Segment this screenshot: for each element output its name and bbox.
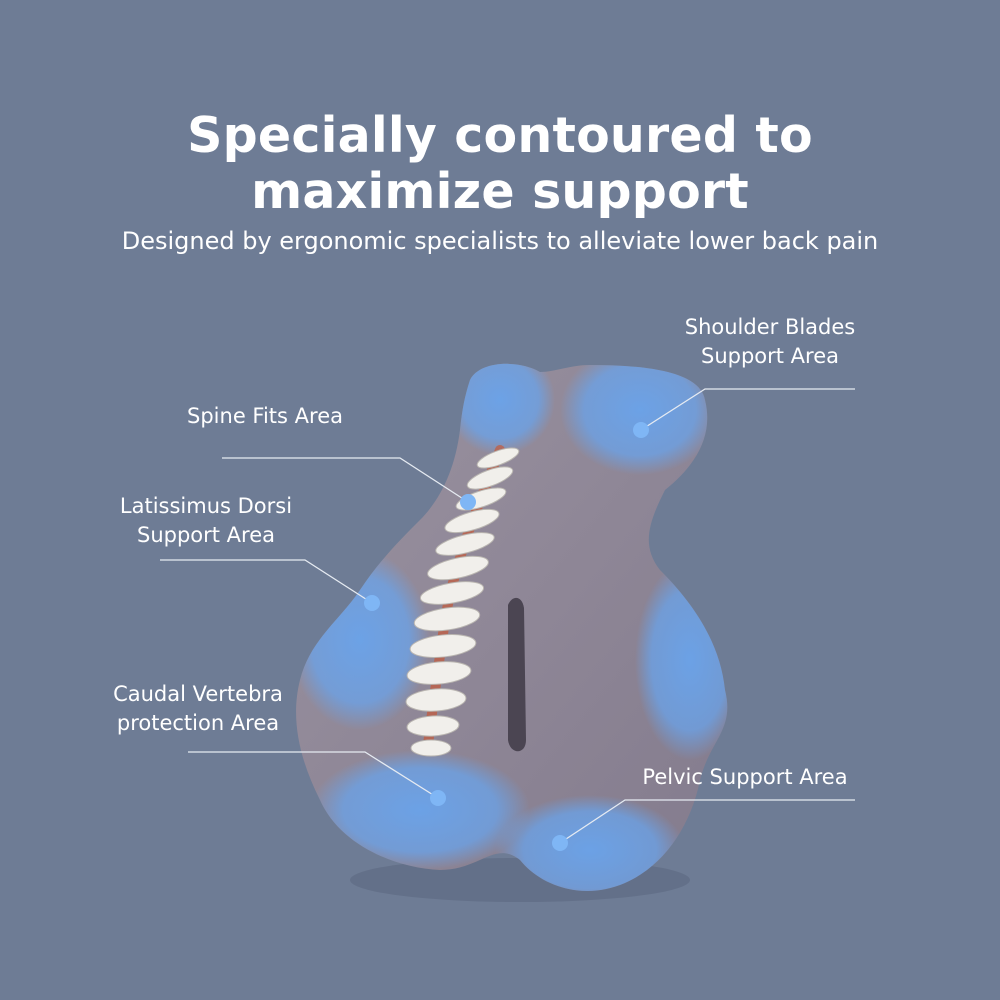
leader-line-shoulder — [640, 388, 855, 431]
right-side-zone — [635, 560, 728, 760]
label-spine-line-1: Spine Fits Area — [187, 404, 343, 428]
cushion-center-slot — [508, 597, 526, 752]
headline: Specially contoured to maximize support — [0, 108, 1000, 220]
label-caudal-line-1: Caudal Vertebra — [113, 682, 283, 706]
headline-line-2: maximize support — [251, 163, 749, 220]
label-spine-fits: Spine Fits Area — [165, 402, 365, 431]
marker-dot-shoulder — [633, 422, 649, 438]
leader-lines — [160, 388, 855, 844]
label-pelvic-support: Pelvic Support Area — [630, 763, 860, 792]
shoulder-zone-right — [560, 363, 720, 475]
label-shoulder-line-1: Shoulder Blades — [684, 315, 856, 339]
marker-dot-latissimus — [364, 595, 380, 611]
label-caudal-line-2: protection Area — [116, 711, 280, 735]
label-latissimus-dorsi: Latissimus Dorsi Support Area — [106, 492, 306, 550]
marker-dot-spine — [460, 494, 476, 510]
subheadline: Designed by ergonomic specialists to all… — [121, 227, 879, 255]
leader-line-pelvic — [559, 799, 855, 844]
marker-dot-caudal — [430, 790, 446, 806]
shoulder-zone-left — [445, 363, 555, 455]
headline-line-1: Specially contoured to — [187, 107, 813, 164]
leader-line-spine — [222, 457, 469, 503]
marker-dot-pelvic — [552, 835, 568, 851]
leader-line-latissimus — [160, 559, 373, 604]
caudal-zone — [310, 750, 530, 870]
label-latissimus-line-2: Support Area — [136, 523, 276, 547]
label-caudal-vertebra: Caudal Vertebra protection Area — [98, 680, 298, 738]
label-shoulder-line-2: Support Area — [700, 344, 840, 368]
label-shoulder-blades: Shoulder Blades Support Area — [670, 313, 870, 371]
label-latissimus-line-1: Latissimus Dorsi — [119, 494, 293, 518]
marker-dots — [364, 422, 649, 851]
leader-line-caudal — [188, 751, 439, 799]
label-pelvic-line-1: Pelvic Support Area — [642, 765, 848, 789]
